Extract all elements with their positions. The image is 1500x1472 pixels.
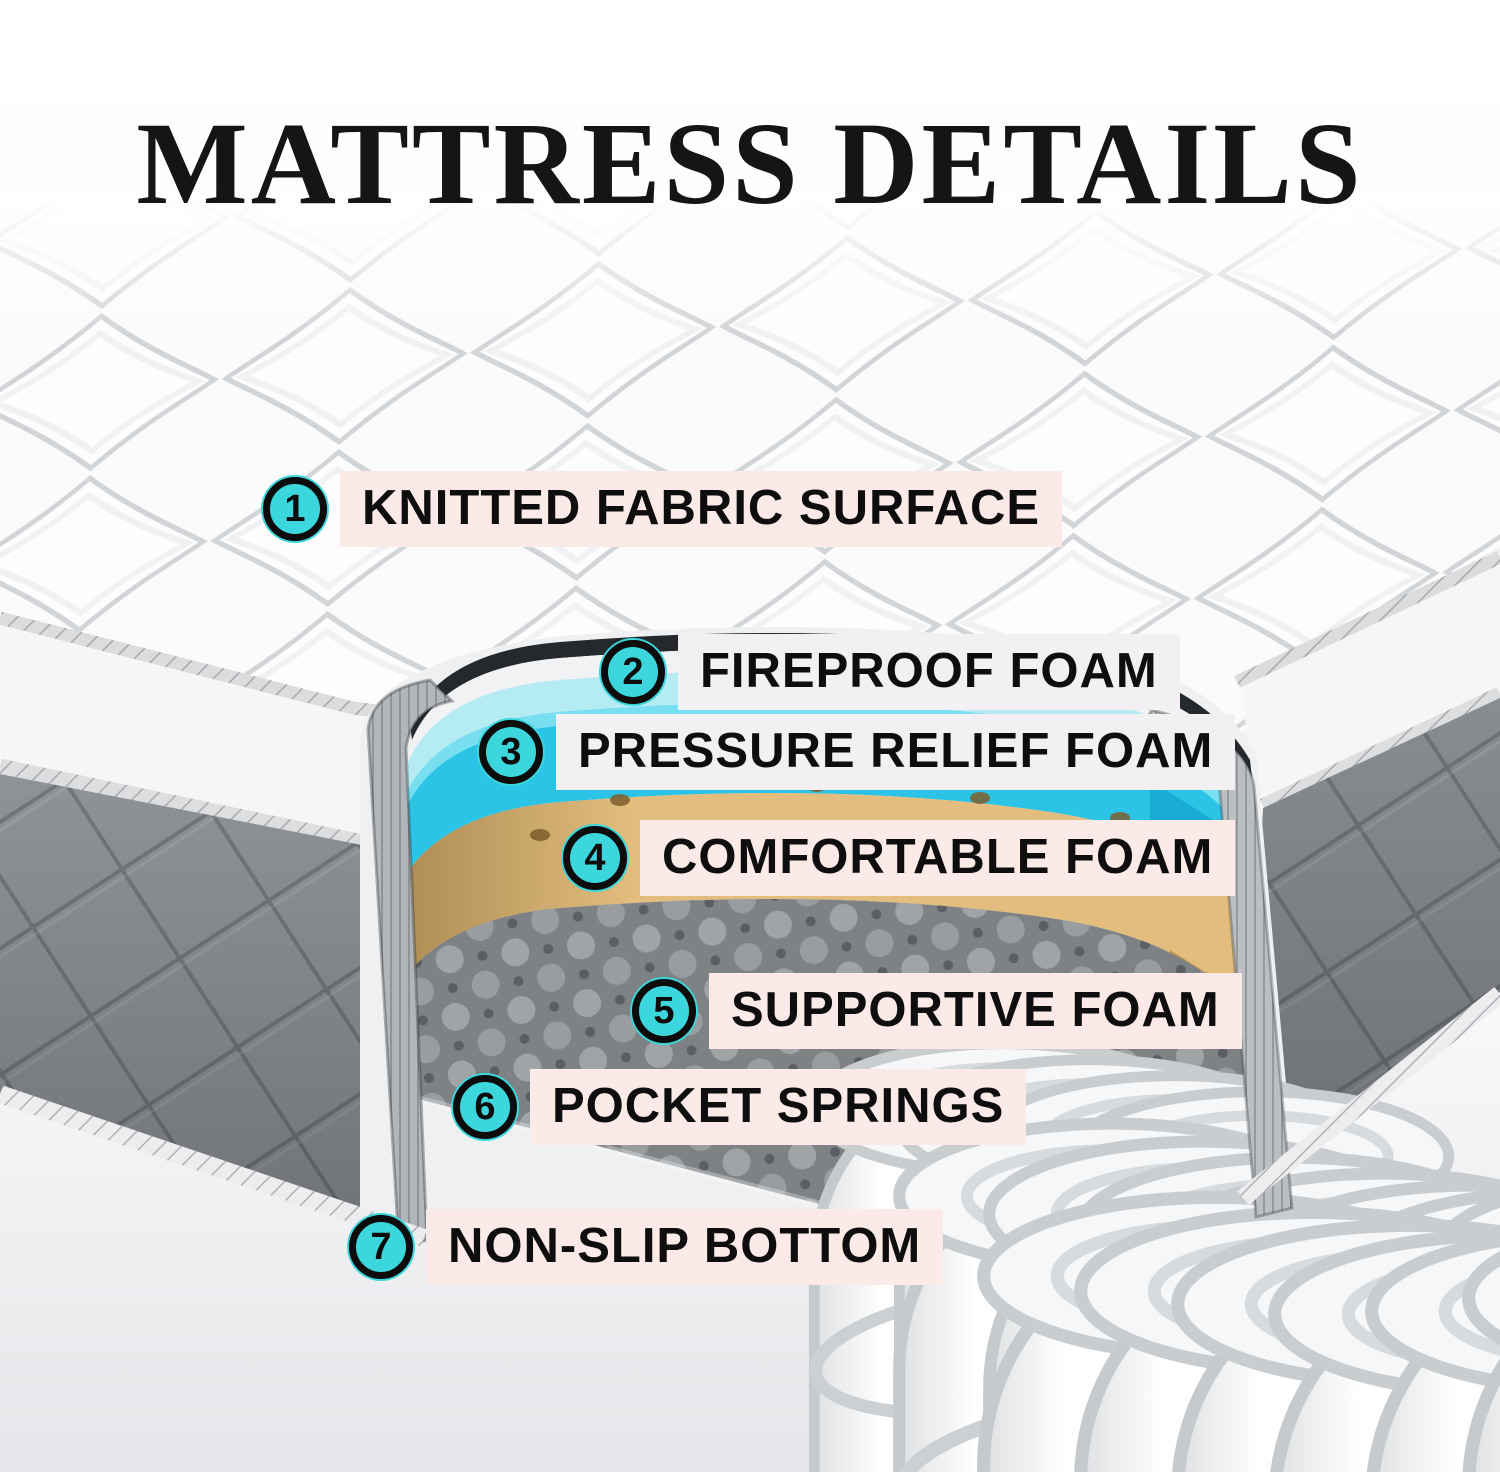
- layer-label-text: NON-SLIP BOTTOM: [426, 1209, 944, 1285]
- layer-label-text: POCKET SPRINGS: [530, 1069, 1027, 1145]
- side-panel-right: [1243, 698, 1500, 1196]
- layer-label-non-slip-bottom: 7 NON-SLIP BOTTOM: [349, 1209, 944, 1285]
- number-badge: 5: [632, 979, 696, 1043]
- layer-label-text: COMFORTABLE FOAM: [640, 820, 1236, 896]
- page-title: MATTRESS DETAILS: [136, 98, 1364, 229]
- number-badge: 1: [263, 477, 327, 541]
- layer-label-knitted-fabric-surface: 1 KNITTED FABRIC SURFACE: [263, 471, 1063, 547]
- layer-label-comfortable-foam: 4 COMFORTABLE FOAM: [563, 820, 1236, 896]
- layer-label-text: FIREPROOF FOAM: [678, 634, 1180, 710]
- layer-label-fireproof-foam: 2 FIREPROOF FOAM: [601, 634, 1180, 710]
- layer-label-supportive-foam: 5 SUPPORTIVE FOAM: [632, 973, 1242, 1049]
- layer-label-text: PRESSURE RELIEF FOAM: [556, 714, 1236, 790]
- number-badge: 2: [601, 640, 665, 704]
- layer-label-text: SUPPORTIVE FOAM: [709, 973, 1242, 1049]
- number-badge: 3: [479, 720, 543, 784]
- number-badge: 7: [349, 1215, 413, 1279]
- bottom-piping: [0, 986, 1500, 1247]
- cover-cut-edge-left: [366, 678, 456, 1250]
- layer-label-text: KNITTED FABRIC SURFACE: [340, 471, 1063, 547]
- layer-label-pressure-relief-foam: 3 PRESSURE RELIEF FOAM: [479, 714, 1236, 790]
- number-badge: 4: [563, 826, 627, 890]
- fireproof-foam-layer: [406, 671, 1252, 830]
- layer-label-pocket-springs: 6 POCKET SPRINGS: [453, 1069, 1027, 1145]
- number-badge: 6: [453, 1075, 517, 1139]
